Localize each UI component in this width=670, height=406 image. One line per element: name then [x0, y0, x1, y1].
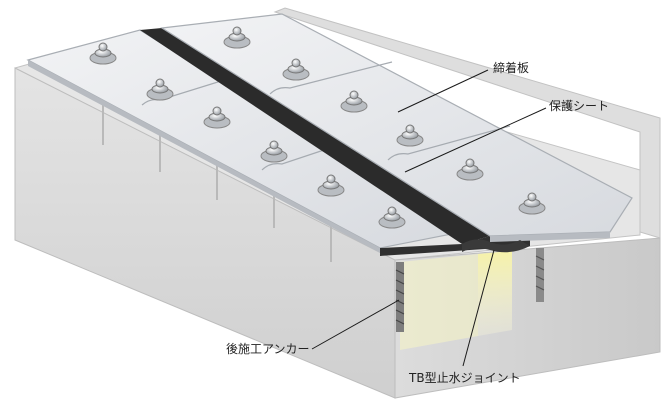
anchor-bolt-front-right — [535, 248, 545, 302]
anchor-nuts-left — [89, 42, 406, 229]
right-plate-seams — [269, 61, 511, 161]
anchor-nuts-right — [223, 26, 546, 215]
clamp-plate-right-front — [490, 232, 610, 242]
joint-gap — [478, 251, 512, 336]
label-tb-joint: TB型止水ジョイント — [409, 371, 521, 385]
leader-protective-sheet — [404, 107, 547, 173]
leader-anchor — [311, 299, 400, 350]
label-clamp-plate: 締着板 — [493, 61, 530, 75]
leader-clamp-plate — [397, 69, 489, 113]
joint-glow-left — [400, 254, 478, 350]
anchor-bolt-front-left — [395, 262, 405, 332]
clamp-plate-right-row — [160, 13, 633, 237]
protective-sheet — [140, 28, 490, 244]
clamp-plate-left-edge — [28, 60, 382, 254]
label-anchor: 後施工アンカー — [226, 342, 310, 356]
leader-lines — [311, 69, 547, 367]
tb-joint-profile — [462, 239, 530, 253]
label-protective-sheet: 保護シート — [549, 99, 610, 113]
leader-tb-joint — [462, 249, 495, 367]
